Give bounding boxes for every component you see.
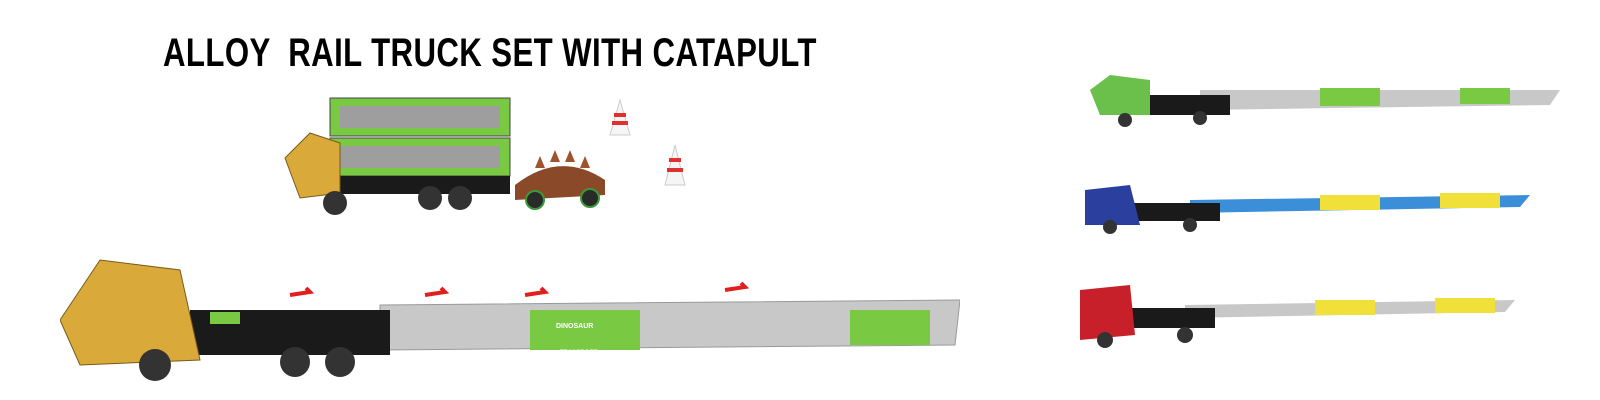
traffic-cone-image [609, 98, 631, 136]
logo-text: DINOSAUR [556, 323, 594, 330]
logo-text: TRANSPORT [560, 350, 598, 356]
dino-car-image [515, 150, 605, 210]
product-title: ALLOY RAIL TRUCK SET WITH CATAPULT [163, 31, 817, 75]
closed-carrier-truck-image [284, 97, 511, 215]
green-dino-truck-variant-image [1090, 75, 1560, 127]
extended-rail-truck-image [60, 259, 960, 381]
traffic-cone-image [664, 144, 686, 186]
red-truck-variant-image [1080, 285, 1515, 348]
blue-truck-variant-image [1085, 185, 1530, 234]
